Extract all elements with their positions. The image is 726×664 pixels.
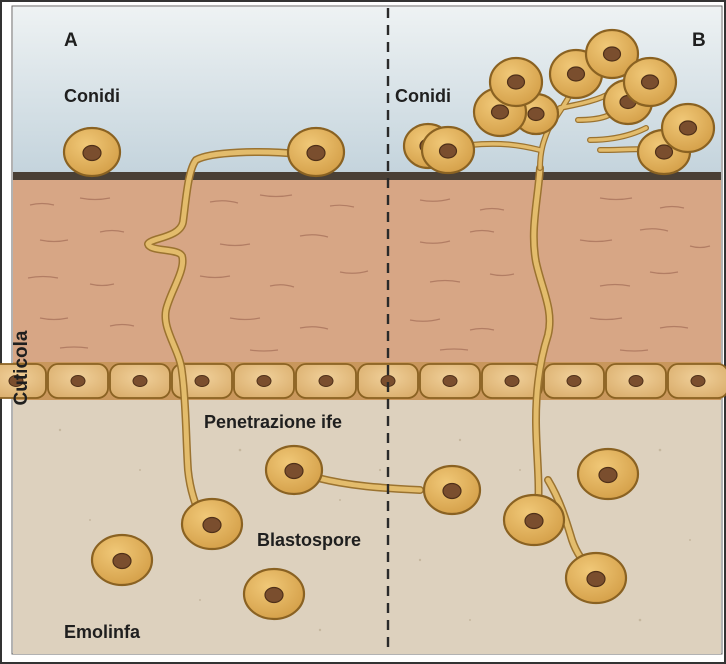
blastospore-7 — [504, 495, 564, 545]
conidium-b-9 — [624, 58, 676, 106]
cuticle-surface-line — [13, 172, 721, 180]
conidi-label-a: Conidi — [64, 86, 120, 107]
blastospore-4 — [92, 535, 152, 585]
emolinfa-label: Emolinfa — [64, 622, 140, 643]
conidium-b-2 — [422, 127, 474, 173]
blastospore-5 — [244, 569, 304, 619]
conidium-a-1 — [64, 128, 120, 176]
penetrazione-ife-label: Penetrazione ife — [204, 412, 342, 433]
conidium-b-5 — [490, 58, 542, 106]
blastospore-3 — [424, 466, 480, 514]
hemolymph-zone — [13, 398, 721, 654]
epidermis-cell-row — [0, 362, 726, 400]
blastospore-2 — [266, 446, 322, 494]
blastospore-1 — [182, 499, 242, 549]
conidi-label-b: Conidi — [395, 86, 451, 107]
cuticola-label: Cuticola — [11, 331, 33, 406]
blastospore-6 — [578, 449, 638, 499]
conidium-a-2 — [288, 128, 344, 176]
blastospore-8 — [566, 553, 626, 603]
panel-b-letter: B — [692, 30, 706, 52]
panel-a-letter: A — [64, 30, 78, 52]
conidium-b-11 — [662, 104, 714, 152]
blastospore-label: Blastospore — [257, 530, 361, 551]
